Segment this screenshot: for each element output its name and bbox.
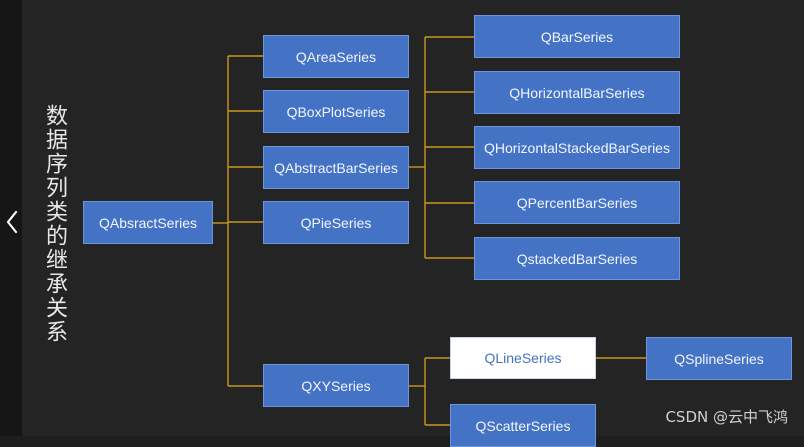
node-qboxplotseries: QBoxPlotSeries <box>263 90 409 133</box>
node-qabstractbarseries: QAbstractBarSeries <box>263 146 409 189</box>
node-qscatterseries: QScatterSeries <box>450 404 596 447</box>
slide-title: 数据序列类的继承关系 <box>42 104 67 344</box>
node-qstackedbarseries: QstackedBarSeries <box>474 237 680 280</box>
connector-lines <box>213 36 646 426</box>
node-qlineseries: QLineSeries <box>450 337 596 379</box>
node-qhorizontalstackedbarseries: QHorizontalStackedBarSeries <box>474 126 680 169</box>
node-qsplineseries: QSplineSeries <box>646 337 792 380</box>
node-qareaseries: QAreaSeries <box>263 35 409 78</box>
node-qabsractseries: QAbsractSeries <box>83 201 213 244</box>
chevron-left-icon[interactable] <box>4 206 20 238</box>
node-qpieseries: QPieSeries <box>263 201 409 244</box>
node-qhorizontalbarseries: QHorizontalBarSeries <box>474 71 680 114</box>
node-qxyseries: QXYSeries <box>263 364 409 407</box>
node-qbarseries: QBarSeries <box>474 15 680 58</box>
watermark-text: CSDN @云中飞鸿 <box>665 408 788 426</box>
node-qpercentbarseries: QPercentBarSeries <box>474 181 680 224</box>
